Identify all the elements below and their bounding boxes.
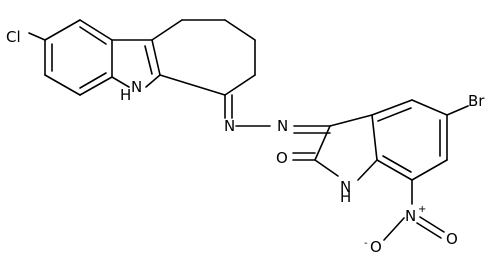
carbazole-h-label: H	[120, 86, 131, 104]
nitro-oxygen-right-label: O	[446, 230, 458, 248]
bond	[377, 107, 412, 122]
bromine-label: Br	[468, 92, 485, 110]
bond	[329, 114, 373, 127]
bond	[79, 72, 107, 89]
bond	[44, 74, 81, 96]
bond	[416, 222, 442, 239]
nitro-plus-charge: +	[418, 204, 426, 215]
nitro-minus-charge: -	[364, 238, 368, 249]
imine-n1-label: N	[224, 117, 235, 135]
bond	[145, 74, 161, 88]
bond	[159, 74, 226, 96]
bond	[44, 19, 81, 41]
bond	[224, 74, 256, 96]
bond	[411, 159, 448, 181]
bond	[357, 159, 378, 181]
bond	[79, 26, 107, 45]
bond	[79, 19, 113, 41]
nitro-oxygen-top-label: O	[370, 238, 382, 256]
bond	[446, 105, 469, 116]
bond	[371, 114, 378, 161]
bond	[376, 159, 413, 181]
chlorobenzene-ring	[28, 19, 113, 96]
bond	[224, 19, 256, 41]
carbazole-nh-label: N	[131, 78, 142, 96]
indole-h-label: H	[340, 188, 351, 206]
pyrrole-ring	[111, 39, 161, 88]
azine-linker	[224, 94, 331, 134]
nitro-group	[383, 216, 445, 241]
bond	[79, 76, 113, 96]
bond	[111, 76, 130, 88]
bond	[419, 216, 445, 233]
bond	[28, 32, 46, 41]
indole-nh-label: N	[340, 178, 351, 196]
bond	[151, 19, 183, 41]
bond	[383, 217, 405, 241]
bond	[314, 125, 331, 161]
bond	[411, 99, 448, 116]
bond	[382, 155, 412, 173]
indolinone-ring	[292, 114, 378, 181]
bond	[151, 39, 161, 76]
chlorine-label: Cl	[6, 28, 21, 46]
atom-labels: Cl N H N N Br O N H N + O - O	[6, 28, 485, 256]
carbonyl-oxygen-label: O	[276, 149, 288, 167]
nitro-nitrogen-label: N	[405, 207, 416, 225]
bond	[314, 159, 339, 177]
imine-n2-label: N	[277, 117, 288, 135]
cyclohexene-ring	[151, 19, 256, 96]
bromonitrobenzene-ring	[371, 99, 469, 205]
bond	[371, 99, 413, 116]
bond	[144, 45, 153, 75]
